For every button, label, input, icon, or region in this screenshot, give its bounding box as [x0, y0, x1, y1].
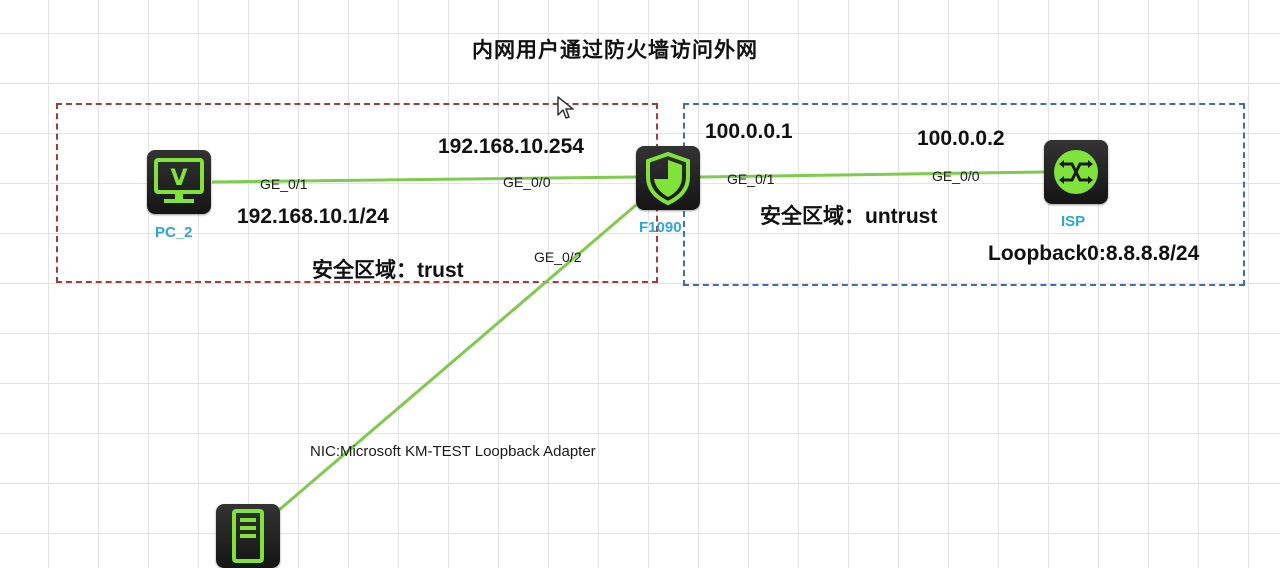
isp-port-label: GE_0/0	[932, 168, 980, 184]
firewall-untrust-ip-label: 100.0.0.1	[705, 120, 793, 143]
trust-zone-label: 安全区域：trust	[312, 259, 464, 282]
pc-ip-label: 192.168.10.1/24	[237, 205, 389, 228]
pc-device[interactable]: V	[147, 150, 211, 214]
svg-text:V: V	[170, 166, 187, 191]
link-pc-firewall[interactable]	[211, 175, 637, 184]
host-server-device[interactable]	[216, 504, 280, 568]
firewall-trust-port-label: GE_0/0	[503, 174, 551, 190]
firewall-device[interactable]	[636, 146, 700, 210]
link-firewall-host[interactable]	[271, 203, 637, 518]
host-nic-label: NIC:Microsoft KM-TEST Loopback Adapter	[310, 443, 596, 460]
shield-icon	[646, 151, 690, 206]
pc-port-label: GE_0/1	[260, 176, 308, 192]
firewall-trust-ip-label: 192.168.10.254	[438, 135, 584, 158]
firewall-untrust-port-label: GE_0/1	[727, 171, 775, 187]
pc-name-label: PC_2	[155, 224, 193, 241]
diagram-title: 内网用户通过防火墙访问外网	[472, 37, 758, 62]
firewall-name-label: F1090	[639, 219, 682, 236]
mouse-cursor-icon	[557, 96, 574, 119]
link-firewall-isp[interactable]	[699, 170, 1045, 179]
monitor-icon: V	[154, 158, 204, 203]
isp-loopback-label: Loopback0:8.8.8.8/24	[988, 242, 1200, 265]
untrust-zone-label: 安全区域：untrust	[760, 205, 938, 228]
links-layer	[211, 170, 1045, 518]
server-icon	[232, 509, 264, 563]
isp-name-label: ISP	[1061, 213, 1086, 230]
isp-router-device[interactable]	[1044, 140, 1108, 204]
firewall-nic-port-label: GE_0/2	[534, 249, 582, 265]
router-icon	[1054, 150, 1098, 194]
isp-ip-label: 100.0.0.2	[917, 127, 1005, 150]
